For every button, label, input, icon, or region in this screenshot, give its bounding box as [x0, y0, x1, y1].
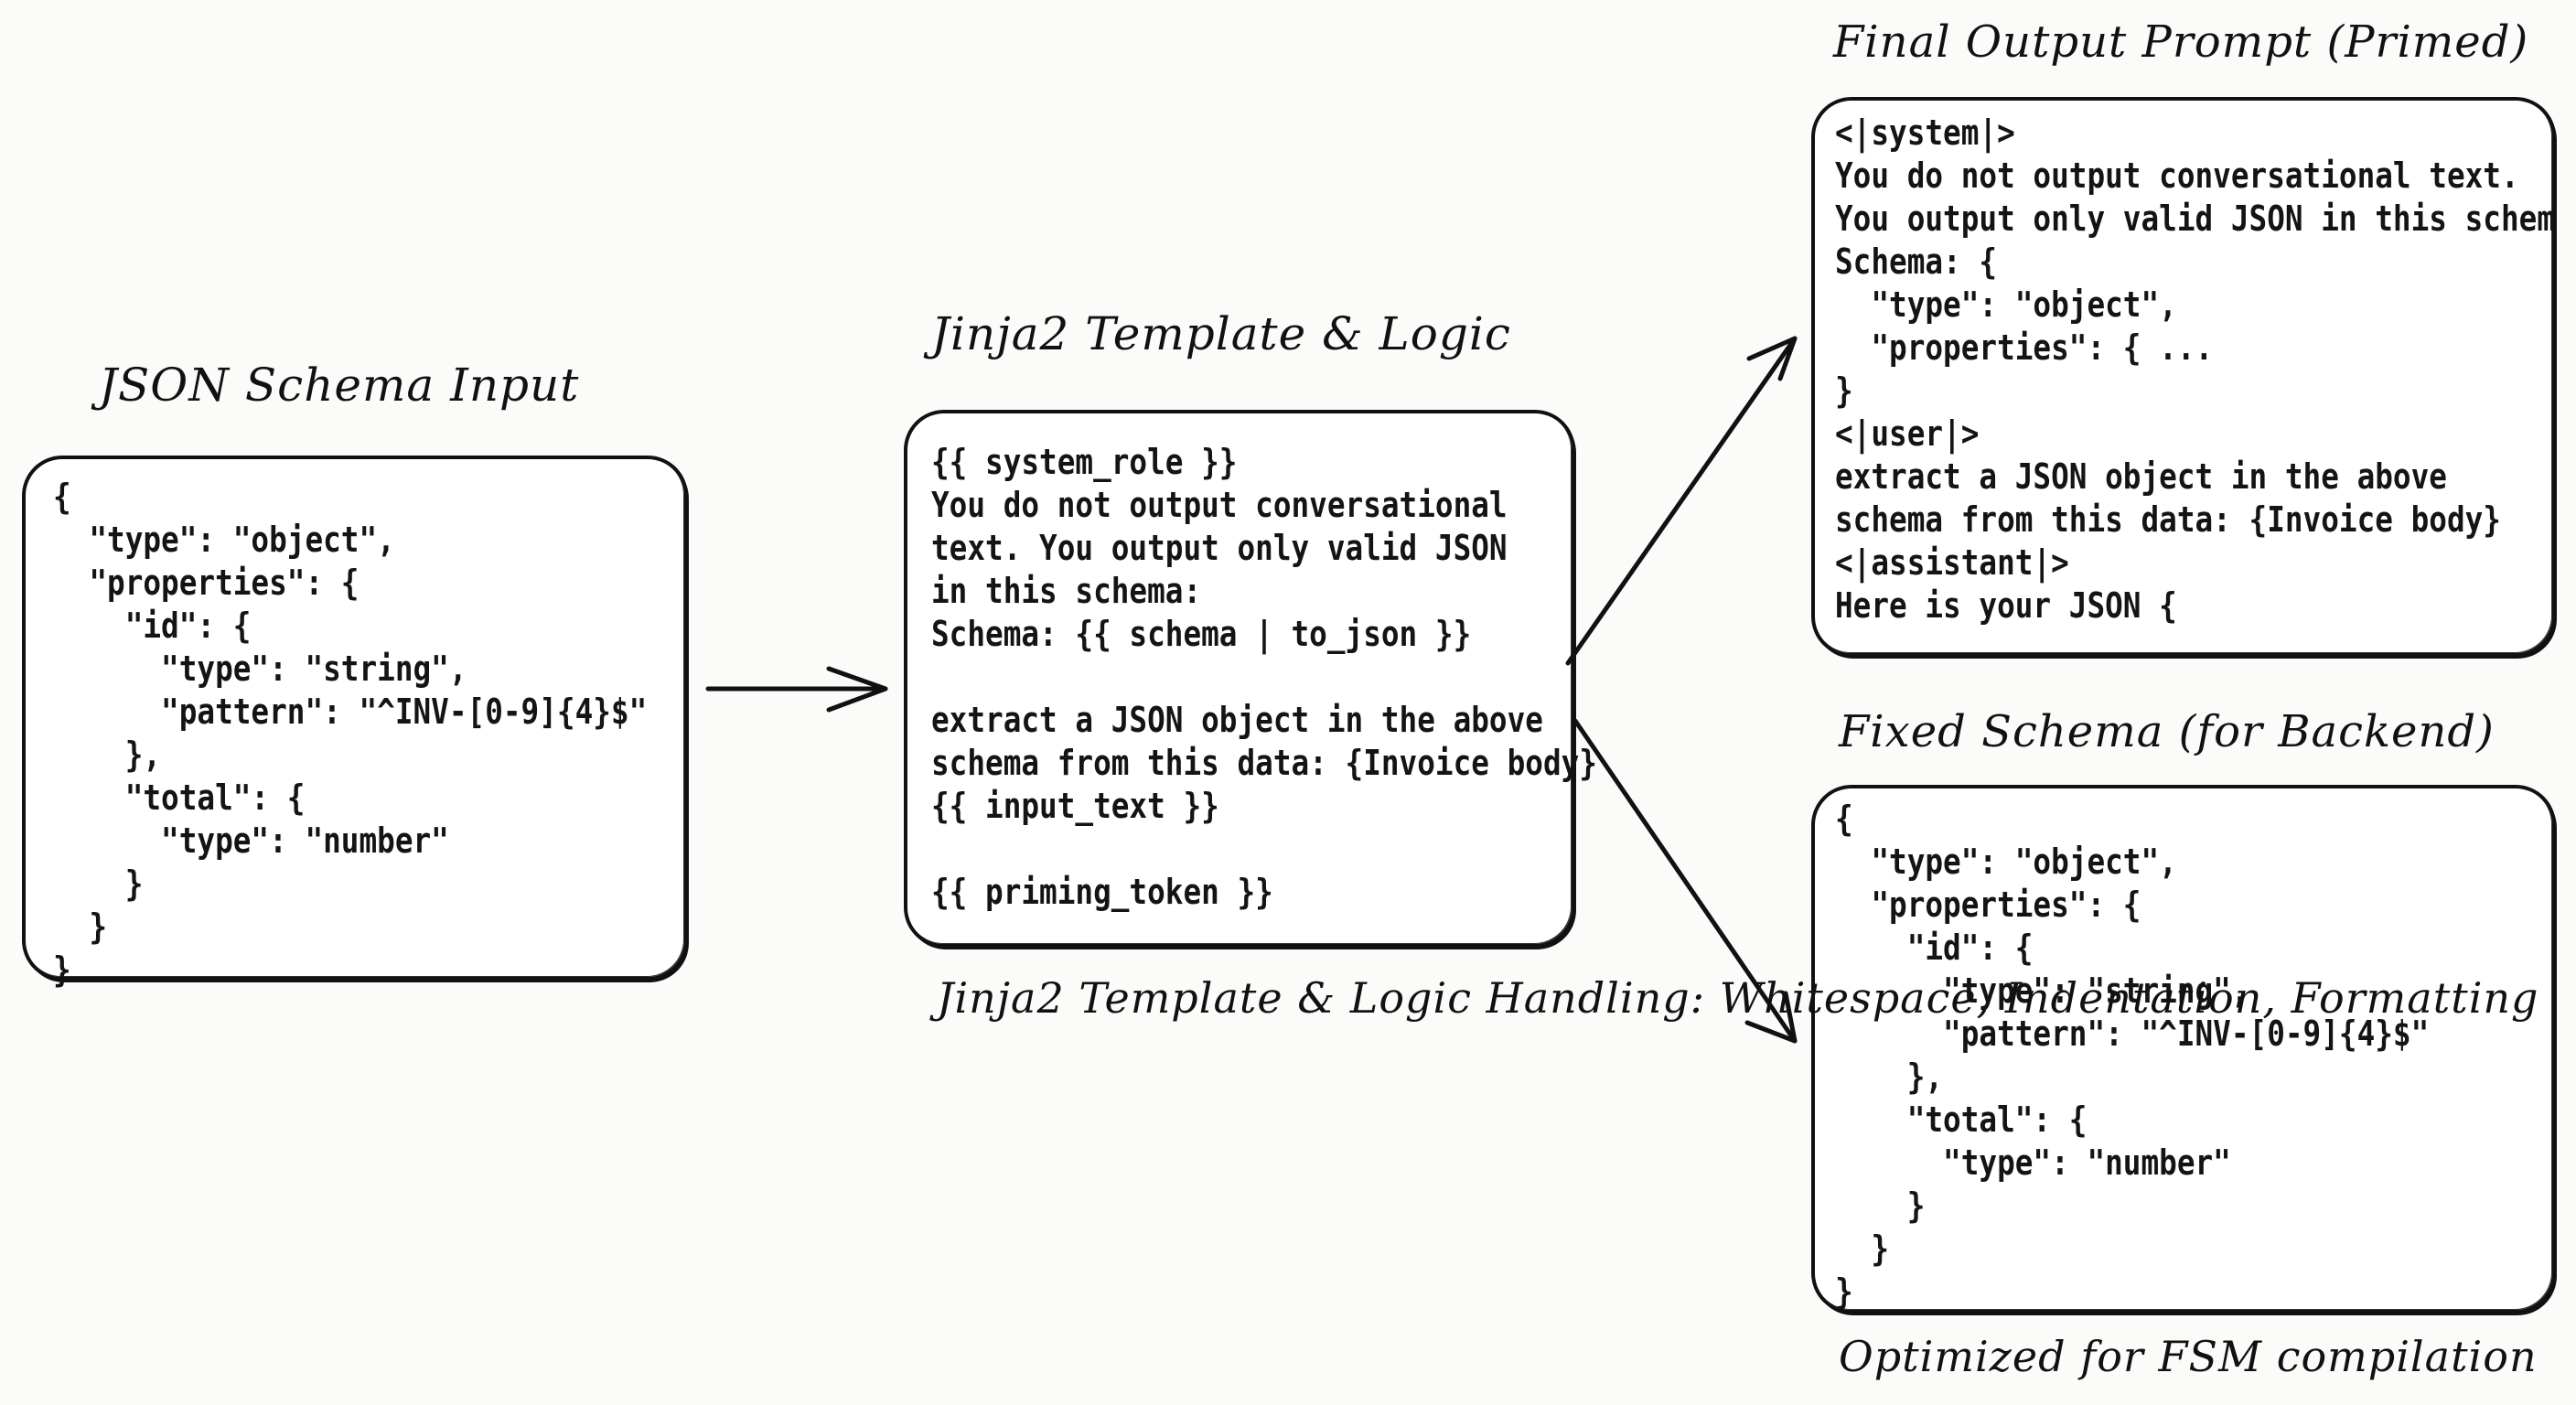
template-caption: Jinja2 Template & Logic Handling: Whites…: [937, 973, 2539, 1023]
final-prompt-box: <|system|> You do not output conversatio…: [1811, 97, 2556, 657]
arrow-template-to-final-prompt: [1565, 336, 1798, 666]
schema-input-title: JSON Schema Input: [99, 359, 580, 412]
template-code: {{ system_role }} You do not output conv…: [931, 442, 1597, 912]
schema-input-code: { "type": "object", "properties": { "id"…: [53, 477, 648, 990]
template-title: Jinja2 Template & Logic: [931, 307, 1511, 360]
fixed-schema-box: { "type": "object", "properties": { "id"…: [1811, 785, 2556, 1314]
final-prompt-code: <|system|> You do not output conversatio…: [1835, 113, 2556, 626]
template-box: {{ system_role }} You do not output conv…: [904, 410, 1597, 948]
fixed-schema-title: Fixed Schema (for Backend): [1839, 706, 2495, 757]
schema-input-box: { "type": "object", "properties": { "id"…: [22, 456, 688, 990]
fixed-schema-code: { "type": "object", "properties": { "id"…: [1835, 799, 2430, 1312]
fixed-schema-caption: Optimized for FSM compilation: [1839, 1332, 2538, 1381]
final-prompt-title: Final Output Prompt (Primed): [1833, 16, 2529, 68]
arrow-input-to-template: [705, 666, 888, 713]
